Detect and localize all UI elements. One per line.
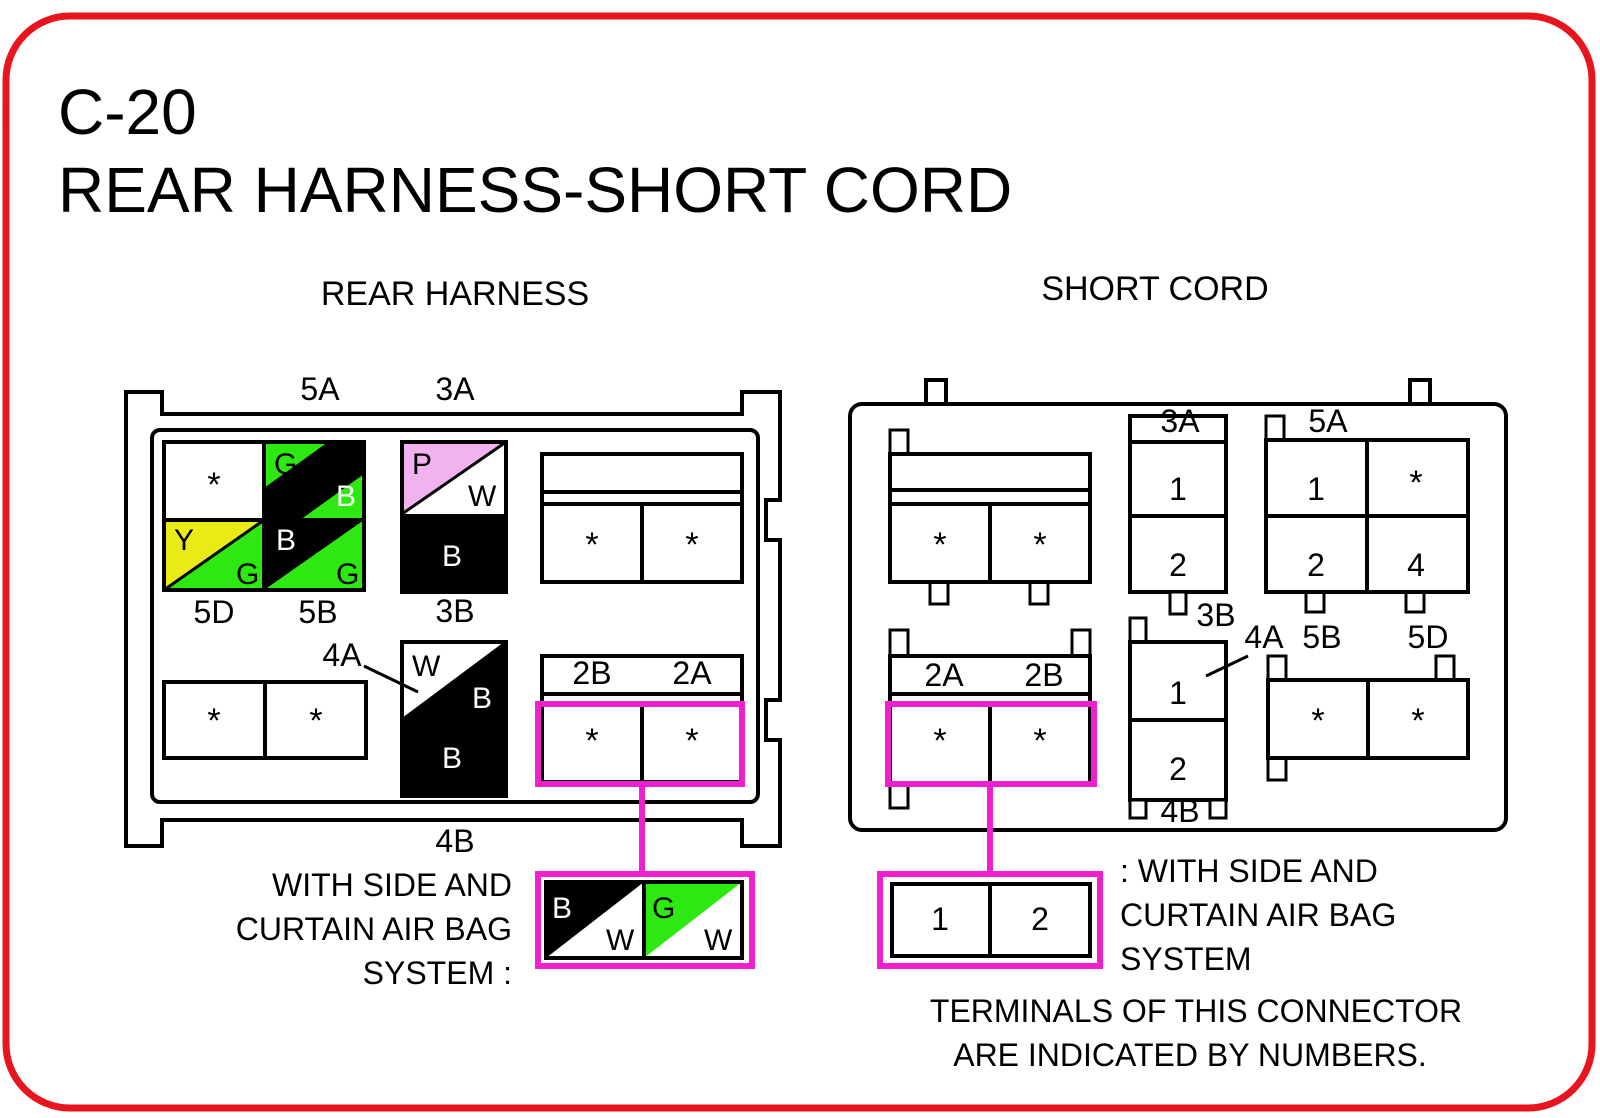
sc-note-line-3: SYSTEM [1120,941,1252,977]
rh-wire-w-1: W [468,480,497,513]
rh-wire-y: Y [174,524,194,557]
sc-pin-5-4: 4 [1407,547,1425,583]
sc-pin-4-1: 1 [1169,675,1187,711]
rh-star-ur-1: * [585,526,598,564]
rh-label-2b: 2B [572,655,611,691]
diagram-title: REAR HARNESS-SHORT CORD [58,154,1012,226]
sc-latch-left [924,378,948,406]
sc-pin-5-2: 2 [1307,547,1325,583]
rear-harness-heading: REAR HARNESS [321,275,589,313]
rh-label-3a: 3A [435,371,475,407]
rh-airbag-wire-w-1: W [606,924,635,957]
rh-star-2b: * [585,722,598,760]
rh-wire-b-5: B [442,742,462,775]
sc-star-ul-2: * [1033,526,1046,564]
rh-cavity-4: W B B [400,640,508,798]
rh-cavity-lower-left: * * [162,680,368,760]
sc-note-line-1: : WITH SIDE AND [1120,853,1378,889]
rh-star-ll-1: * [207,702,220,740]
rh-wire-g-2: G [236,558,259,591]
footnote-line-2: ARE INDICATED BY NUMBERS. [953,1037,1427,1073]
sc-leader-4a [1205,654,1249,678]
sc-label-5a: 5A [1308,403,1348,439]
sc-latch-right [1408,378,1432,406]
rh-airbag-terminals: B W G W [535,871,755,969]
short-cord: SHORT CORD * * 3A 1 2 3B [848,270,1508,977]
diagram-code: C-20 [58,76,197,148]
sc-star-5: * [1409,464,1422,502]
rh-star-5a: * [207,466,220,504]
sc-label-3a: 3A [1160,403,1200,439]
sc-label-2b: 2B [1024,657,1063,693]
rh-cavity-2: 2B 2A * * [535,654,745,787]
rh-leader-4a [363,664,419,694]
rh-label-5b: 5B [298,594,337,630]
rh-cavity-upper-right: * * [540,452,744,584]
sc-label-4b: 4B [1160,793,1199,829]
sc-cavity-5-lower: 5B 5D * * [1266,619,1470,782]
frame-border [2,12,1596,1112]
sc-airbag-pin-2: 2 [1031,901,1049,937]
rh-wire-p: P [412,448,432,481]
sc-label-5d: 5D [1408,619,1449,655]
sc-cavity-2: 2A 2B * * [885,628,1097,810]
sc-cavity-5: 5A 1 * 2 4 [1264,403,1470,614]
sc-pin-5-1: 1 [1307,471,1325,507]
sc-label-3b: 3B [1196,597,1235,633]
rh-cavity-3: P W B [400,440,508,594]
sc-airbag-pin-1: 1 [931,901,949,937]
sc-star-2a: * [933,722,946,760]
rh-wire-b-4: B [472,682,492,715]
rh-cavity-5: * G B Y G B G [162,440,366,592]
rh-wire-g-1: G [274,448,297,481]
sc-cavity-4: 1 2 [1128,616,1228,820]
sc-star-2b: * [1033,722,1046,760]
rh-star-ur-2: * [685,526,698,564]
sc-pin-3a-1: 1 [1169,471,1187,507]
rh-wire-w-2: W [412,650,441,683]
sc-label-4a: 4A [1244,619,1284,655]
rh-label-4a: 4A [322,637,362,673]
short-cord-heading: SHORT CORD [1041,270,1268,308]
rh-note-line-2: CURTAIN AIR BAG [236,911,512,947]
rh-label-5a: 5A [300,371,340,407]
sc-star-5d: * [1411,702,1424,740]
rh-wire-b-2: B [276,524,296,557]
rh-label-4b: 4B [435,823,474,859]
rh-label-2a: 2A [672,655,712,691]
sc-note-line-2: CURTAIN AIR BAG [1120,897,1396,933]
rh-note-line-3: SYSTEM : [363,955,512,991]
sc-star-5b: * [1311,702,1324,740]
rh-label-3b: 3B [435,593,474,629]
sc-airbag-terminals: 1 2 [877,871,1103,969]
rh-wire-b-3: B [442,540,462,573]
rh-airbag-wire-b: B [552,892,572,925]
rh-star-ll-2: * [309,702,322,740]
rh-star-2a: * [685,722,698,760]
rear-harness-inner [150,428,760,804]
sc-pin-4-2: 2 [1169,751,1187,787]
rh-label-5d: 5D [194,594,235,630]
rh-wire-b-1: B [336,480,356,513]
rh-airbag-wire-g: G [652,892,675,925]
rh-airbag-wire-w-2: W [704,924,733,957]
rear-harness: REAR HARNESS 5A 3A * G B Y G [124,275,782,991]
sc-star-ul-1: * [933,526,946,564]
rh-wire-g-3: G [336,558,359,591]
sc-pin-3a-2: 2 [1169,547,1187,583]
sc-cavity-upper-left: * * [888,428,1092,606]
rh-note-line-1: WITH SIDE AND [272,867,512,903]
sc-cavity-3: 3A 1 2 [1128,403,1228,616]
sc-label-2a: 2A [924,657,964,693]
footnote-line-1: TERMINALS OF THIS CONNECTOR [930,993,1462,1029]
sc-label-5b: 5B [1302,619,1341,655]
